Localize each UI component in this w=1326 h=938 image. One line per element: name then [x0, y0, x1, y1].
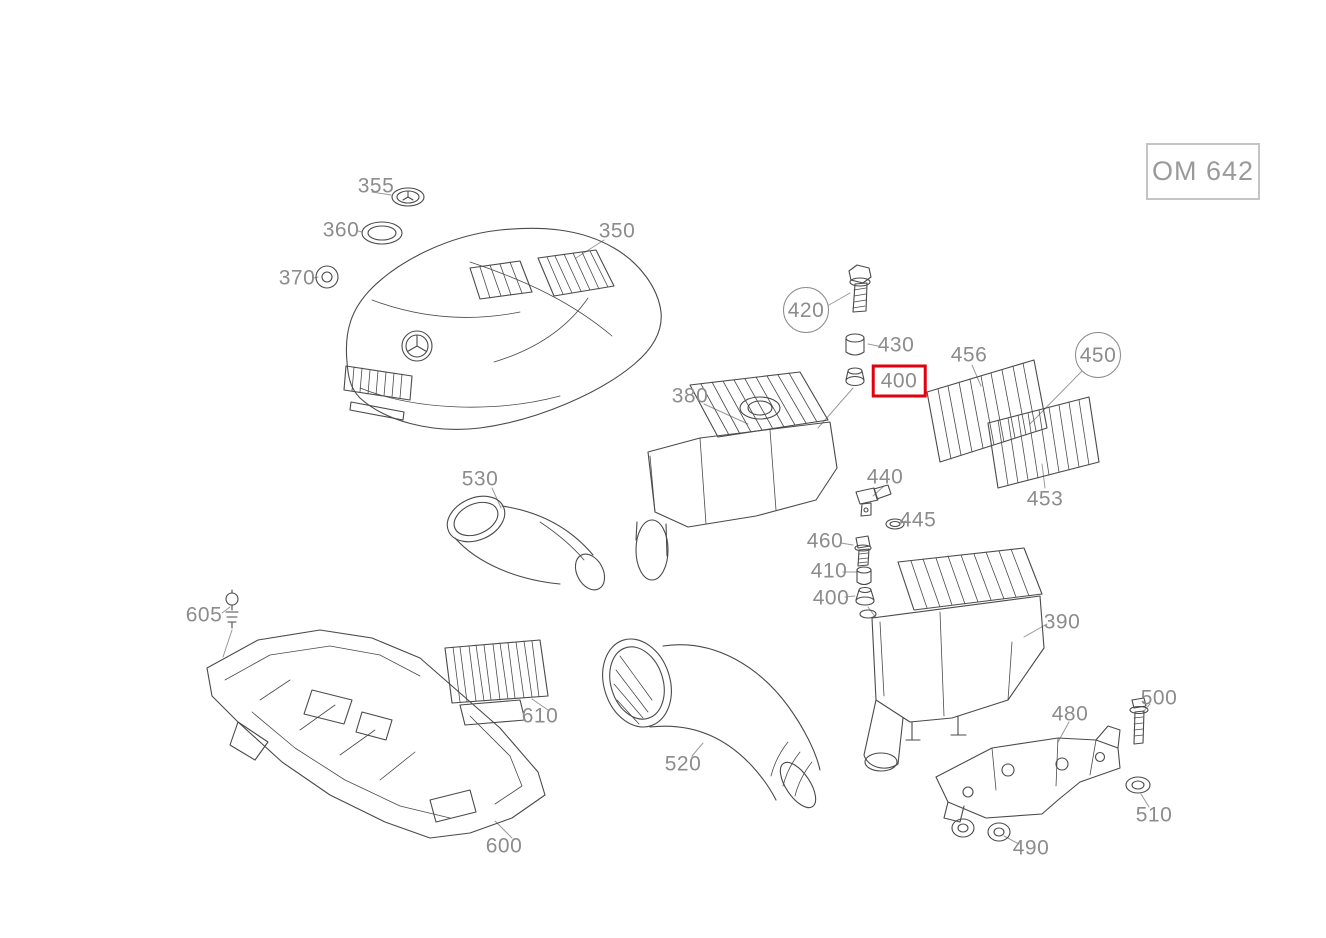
part-410-drawing [856, 566, 872, 586]
part-label-355[interactable]: 355 [357, 174, 395, 198]
part-label-400[interactable]: 400 [871, 364, 927, 398]
part-480-drawing [935, 725, 1121, 823]
part-390-drawing [859, 547, 1045, 772]
part-430-drawing [845, 333, 865, 356]
part-label-420[interactable]: 420 [783, 287, 829, 333]
engine-code-box: OM 642 [1146, 143, 1260, 200]
part-label-510[interactable]: 510 [1135, 803, 1173, 827]
engine-code-text: OM 642 [1151, 156, 1255, 186]
part-600-drawing [206, 629, 546, 839]
part-label-445[interactable]: 445 [899, 508, 937, 532]
part-label-370[interactable]: 370 [278, 266, 316, 290]
part-label-520[interactable]: 520 [664, 752, 702, 776]
part-label-430[interactable]: 430 [877, 333, 915, 357]
leader-lines [221, 191, 1151, 845]
part-400-lower-drawing [855, 586, 875, 606]
part-350-drawing [343, 227, 662, 430]
part-label-600[interactable]: 600 [485, 834, 523, 858]
part-490-drawing [951, 818, 1011, 842]
part-380-drawing [635, 371, 838, 581]
part-510-drawing [1125, 776, 1151, 794]
part-440-drawing [855, 484, 892, 517]
part-label-390[interactable]: 390 [1043, 610, 1081, 634]
part-360-drawing [361, 221, 403, 245]
part-label-460[interactable]: 460 [806, 529, 844, 553]
part-453-drawing [987, 396, 1100, 489]
part-530-drawing [446, 495, 606, 591]
part-355-drawing [391, 187, 425, 207]
part-label-410[interactable]: 410 [810, 559, 848, 583]
part-460-drawing [854, 535, 872, 567]
part-label-605[interactable]: 605 [185, 603, 223, 627]
part-label-610[interactable]: 610 [521, 704, 559, 728]
part-label-453[interactable]: 453 [1026, 487, 1064, 511]
part-500-drawing [1129, 697, 1149, 745]
part-label-360[interactable]: 360 [322, 218, 360, 242]
part-label-450[interactable]: 450 [1075, 332, 1121, 378]
part-label-456[interactable]: 456 [950, 343, 988, 367]
part-label-500[interactable]: 500 [1140, 686, 1178, 710]
part-605-drawing [225, 589, 239, 629]
part-520-drawing [602, 638, 821, 809]
part-445-drawing [885, 518, 905, 530]
part-label-490[interactable]: 490 [1012, 836, 1050, 860]
part-370-drawing [315, 265, 339, 289]
part-label-480[interactable]: 480 [1051, 702, 1089, 726]
part-456-drawing [926, 359, 1048, 463]
part-label-400-2[interactable]: 400 [812, 586, 850, 610]
part-label-350[interactable]: 350 [598, 219, 636, 243]
part-400-upper-drawing [845, 367, 865, 387]
part-label-530[interactable]: 530 [461, 467, 499, 491]
part-label-380[interactable]: 380 [671, 384, 709, 408]
part-420-drawing [848, 264, 872, 313]
part-label-440[interactable]: 440 [866, 465, 904, 489]
